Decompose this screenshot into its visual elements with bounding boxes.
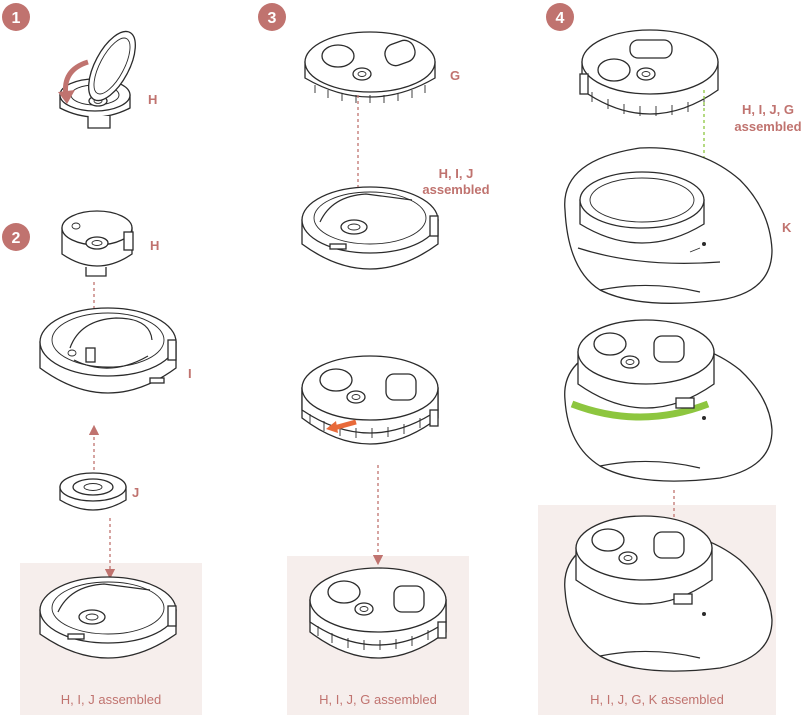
hijg-unit — [580, 30, 718, 116]
part-h — [62, 211, 133, 276]
label-k: K — [782, 220, 792, 235]
label-i: I — [188, 366, 192, 381]
k-with-hijg-rotation — [565, 320, 772, 481]
label-h-step1: H — [148, 92, 157, 107]
svg-text:2: 2 — [12, 230, 21, 247]
caption-hijgk-assembled: H, I, J, G, K assembled — [590, 692, 724, 707]
label-hij-assembled-line1: H, I, J — [439, 166, 474, 181]
part-i — [40, 308, 176, 393]
step-badge-2: 2 — [2, 223, 30, 251]
part-j — [60, 473, 126, 510]
label-j: J — [132, 485, 139, 500]
step-badge-3: 3 — [258, 3, 286, 31]
caption-hij-assembled: H, I, J assembled — [61, 692, 161, 707]
part-h-open-lid — [58, 24, 145, 128]
part-k — [565, 148, 772, 304]
svg-text:3: 3 — [268, 10, 277, 27]
hij-target — [302, 187, 438, 269]
label-hij-assembled-line2: assembled — [422, 182, 489, 197]
step-badge-4: 4 — [546, 3, 574, 31]
g-locking-rotation — [302, 356, 438, 444]
assembled-hij — [40, 577, 176, 658]
step-badge-1: 1 — [2, 3, 30, 31]
label-g: G — [450, 68, 460, 83]
part-g — [305, 32, 435, 103]
label-hijg-assembled-line2: assembled — [734, 119, 801, 134]
label-hijg-assembled-line1: H, I, J, G — [742, 102, 794, 117]
svg-text:4: 4 — [556, 10, 565, 27]
label-h-step2: H — [150, 238, 159, 253]
assembled-hijg — [310, 568, 446, 658]
caption-hijg-assembled: H, I, J, G assembled — [319, 692, 437, 707]
svg-text:1: 1 — [12, 10, 21, 27]
